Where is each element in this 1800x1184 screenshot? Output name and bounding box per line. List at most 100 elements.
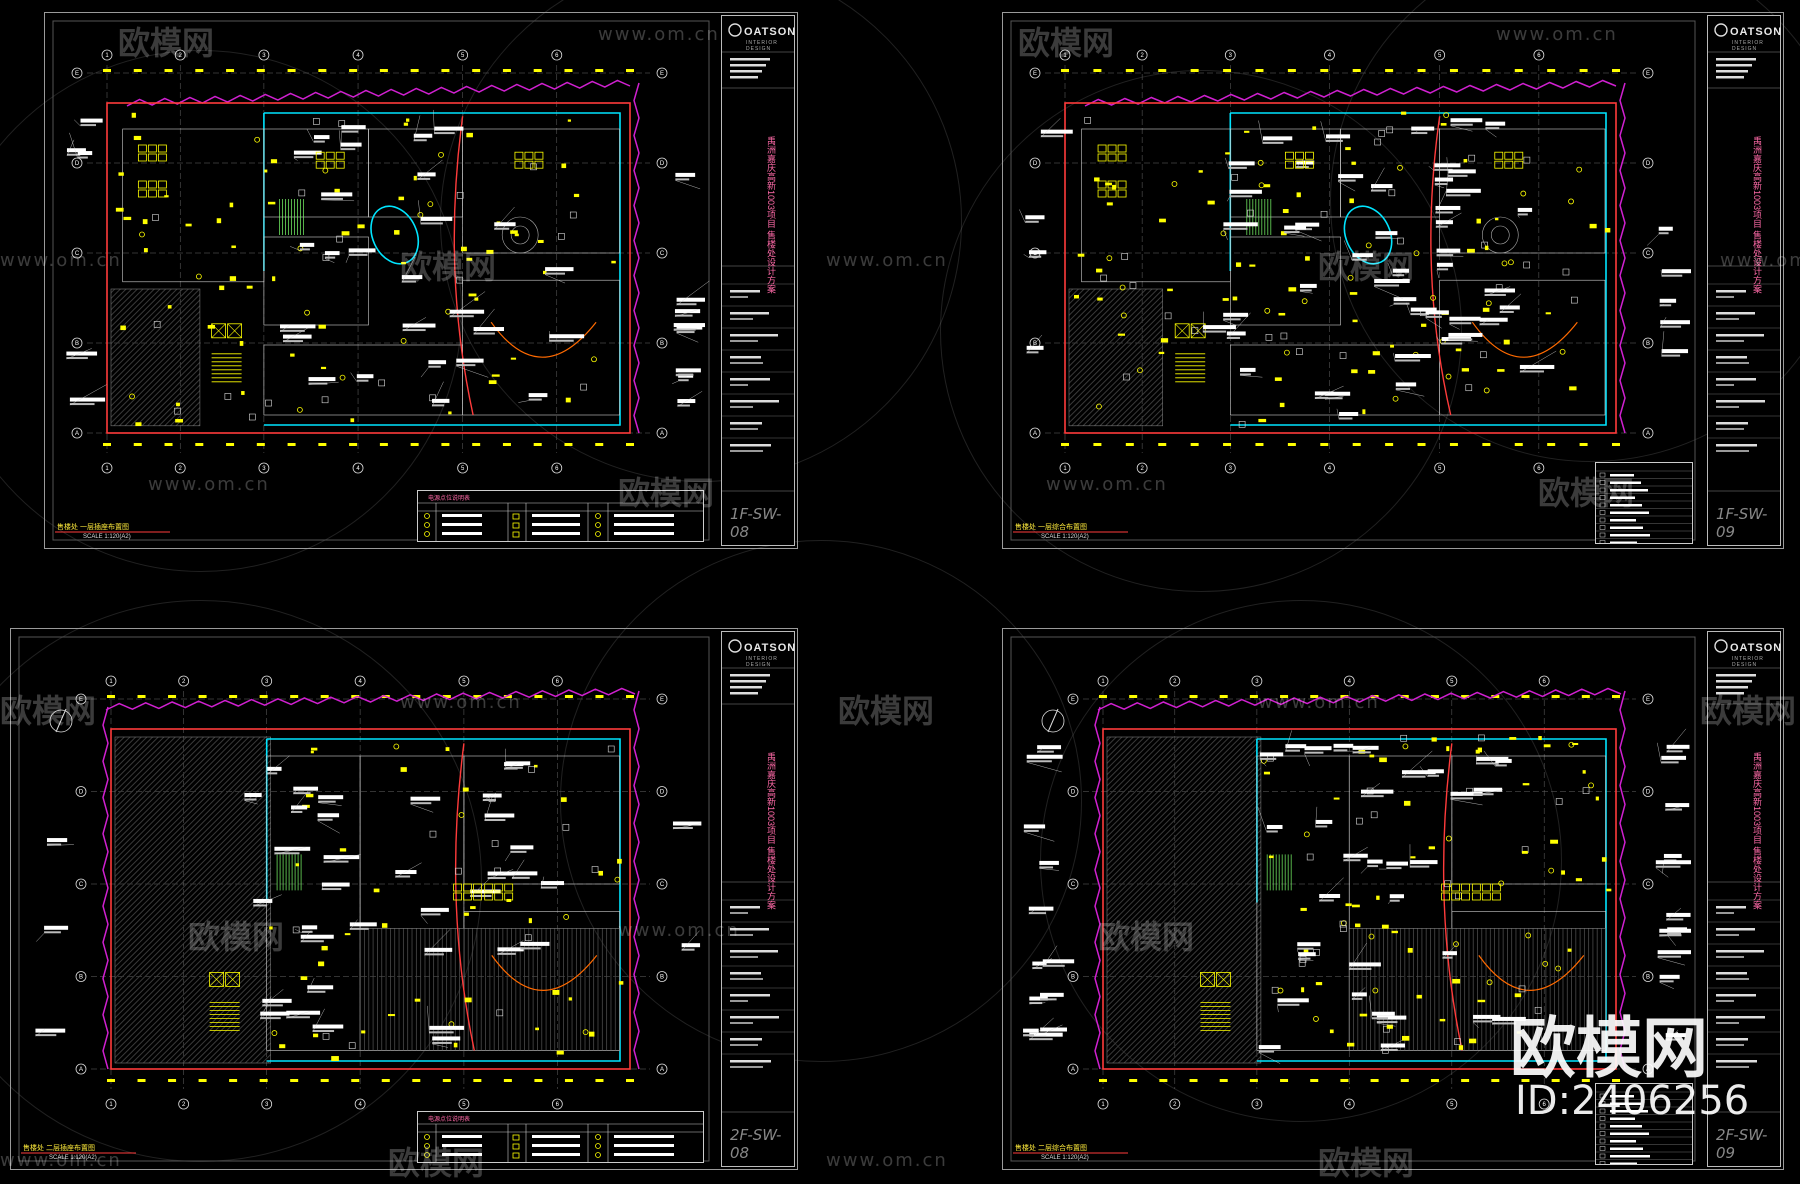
socket-symbol (1350, 292, 1357, 295)
brand-logo-icon (1715, 24, 1727, 36)
annotation-tag (414, 134, 432, 138)
socket-symbol (1392, 931, 1398, 933)
socket-symbol (321, 367, 326, 369)
annotation-tag (1023, 1029, 1039, 1033)
annotation-tag (293, 787, 318, 791)
socket-symbol (1538, 736, 1542, 740)
watermark-logo-text: 欧模网 (1510, 995, 1708, 1091)
facade-line (1085, 81, 1616, 107)
socket-symbol (1283, 209, 1289, 213)
socket-symbol (1568, 949, 1572, 952)
socket-symbol (510, 230, 518, 234)
annotation-tag (1661, 756, 1686, 760)
socket-symbol (132, 113, 136, 118)
socket-symbol (1602, 857, 1607, 862)
annotation-tag (1437, 249, 1461, 253)
socket-symbol (241, 391, 244, 395)
legend-table: 电源点位说明表 (417, 1111, 704, 1163)
annotation-tag (417, 172, 435, 176)
socket-symbol (1483, 308, 1490, 312)
annotation-tag (675, 309, 700, 313)
socket-symbol (1258, 419, 1266, 422)
socket-symbol (1569, 386, 1576, 390)
annotation-tag (349, 248, 376, 252)
annotation-tag (1659, 227, 1673, 231)
socket-symbol (466, 258, 472, 261)
annotation-tag (1666, 913, 1690, 917)
annotation-tag (318, 813, 339, 817)
grid-label: A (660, 1067, 664, 1073)
annotation-tag (677, 298, 705, 302)
annotation-tag (1227, 331, 1246, 335)
drawing-caption: 售楼处 二层插座布置图 (23, 1143, 95, 1153)
annotation-tag (432, 1036, 460, 1040)
annotation-tag (1240, 368, 1256, 372)
annotation-tag (1361, 790, 1393, 794)
hatched-area (1069, 289, 1163, 426)
annotation-tag (1316, 820, 1333, 824)
annotation-tag (1485, 122, 1505, 126)
socket-symbol (1476, 750, 1480, 754)
annotation-tag (1448, 169, 1476, 173)
hatched-area (111, 289, 200, 426)
annotation-tag (1029, 907, 1054, 911)
hatched-area (115, 737, 271, 1063)
socket-symbol (247, 286, 253, 289)
annotation-tag (1449, 317, 1480, 321)
socket-symbol (1504, 340, 1510, 345)
annotation-tag (1411, 127, 1434, 131)
annotation-tag (1223, 313, 1248, 317)
socket-symbol (511, 358, 516, 360)
grid-label: C (1071, 882, 1076, 888)
annotation-tag (1662, 269, 1691, 273)
brand-subtitle: INTERIOR DESIGN (1732, 40, 1780, 52)
sheet-number: 2F-SW-09 (1716, 1126, 1780, 1162)
socket-symbol (617, 859, 622, 864)
socket-symbol (611, 261, 615, 264)
socket-symbol (1312, 126, 1316, 130)
glass-partition (1230, 113, 1606, 425)
annotation-tag (434, 127, 463, 131)
drawing-caption: 售楼处 一层综合布置图 (1015, 522, 1087, 532)
socket-symbol (271, 159, 277, 163)
socket-symbol (331, 1056, 339, 1061)
socket-symbol (1509, 737, 1516, 740)
brand-name: OATSON (1730, 642, 1782, 654)
annotation-tag (1349, 962, 1381, 966)
socket-symbol (340, 848, 346, 851)
socket-symbol (143, 219, 148, 224)
socket-symbol (446, 747, 450, 751)
hatched-area (1107, 737, 1261, 1063)
grid-label: D (660, 790, 665, 796)
socket-symbol (566, 398, 571, 403)
socket-symbol (574, 194, 579, 197)
socket-symbol (1305, 256, 1310, 260)
annotation-tag (1520, 365, 1554, 369)
brand-name: OATSON (744, 642, 796, 654)
annotation-tag (262, 999, 291, 1003)
annotation-tag (44, 926, 68, 930)
annotation-tag (1664, 854, 1682, 858)
annotation-tag (1027, 346, 1044, 350)
grid-label: C (1646, 882, 1651, 888)
socket-symbol (120, 326, 126, 331)
socket-symbol (208, 325, 215, 329)
grid-label: A (79, 1067, 83, 1073)
socket-symbol (311, 751, 314, 753)
grid-label: B (75, 341, 79, 347)
annotation-tag (1277, 998, 1308, 1002)
annotation-tag (300, 243, 314, 247)
annotation-tag (35, 1029, 65, 1033)
annotation-tag (1319, 894, 1340, 898)
annotation-tag (395, 870, 416, 874)
socket-symbol (1275, 377, 1282, 381)
annotation-tag (1435, 206, 1460, 210)
annotation-tag (1298, 952, 1316, 956)
grid-label: C (1646, 251, 1651, 257)
grid-label: C (660, 251, 665, 257)
socket-symbol (350, 418, 354, 422)
annotation-tag (512, 871, 537, 875)
annotation-tag (1436, 220, 1453, 224)
annotation-tag (1367, 860, 1382, 864)
